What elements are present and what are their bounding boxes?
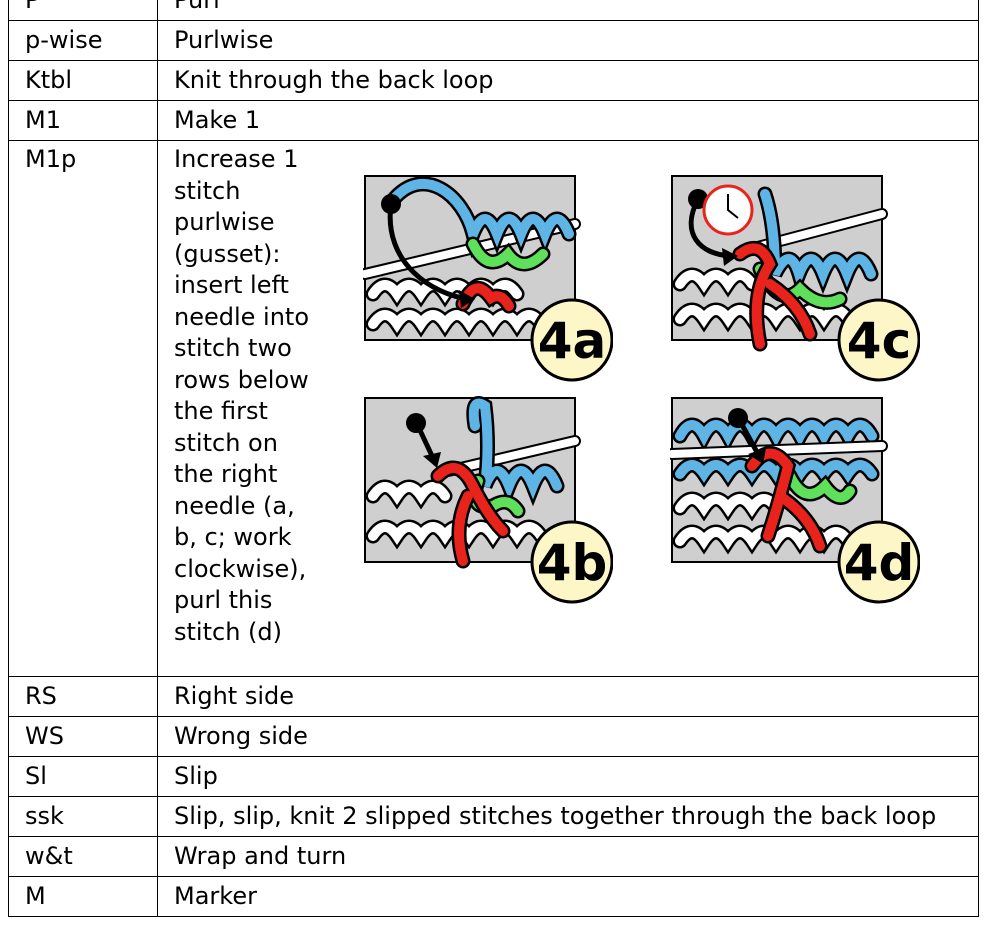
meaning-cell: Right side [157,676,979,717]
table-row: Ktbl Knit through the back loop [8,60,979,101]
m1p-step-4c-drawing: 4c [671,175,920,382]
meaning-cell: Slip [157,756,979,797]
green-yarn [785,471,855,503]
meaning-cell: Knit through the back loop [157,60,979,101]
table-row: p-wise Purlwise [8,20,979,61]
m1p-step-4a-drawing: 4a [363,175,613,382]
arrow-start-dot [381,194,401,214]
meaning-cell: Slip, slip, knit 2 slipped stitches toge… [157,796,979,837]
step-badge [530,298,613,382]
m1p-instructions: Increase 1 stitch purlwise (gusset): ins… [174,145,310,646]
table-row: ssk Slip, slip, knit 2 slipped stitches … [8,796,979,837]
abbr-cell: P [8,0,158,21]
abbr-cell: M [8,876,158,917]
abbreviations-table: P Purl p-wise Purlwise Ktbl Knit through… [8,0,979,917]
table-row: WS Wrong side [8,716,979,757]
step-badge [837,298,920,382]
table-row: P Purl [8,0,979,21]
step-badge [530,520,613,604]
step-label: 4b [537,534,608,592]
table-row: RS Right side [8,676,979,717]
meaning-cell: Increase 1 stitch purlwise (gusset): ins… [157,140,979,677]
abbr-cell: Sl [8,756,158,797]
blue-yarn [675,420,877,447]
white-yarn [675,270,757,294]
illustration-4a: 4a [363,174,613,394]
m1p-step-4b-drawing: 4b [364,396,613,604]
table-row: M1p Increase 1 stitch purlwise (gusset):… [8,140,979,677]
arrow-start-dot [728,408,748,428]
blue-yarn [388,178,574,251]
white-yarn [368,482,450,506]
illustration-4c: 4c [670,174,920,394]
meaning-cell: Wrap and turn [157,836,979,877]
blue-yarn [760,189,876,290]
red-yarn [735,243,815,349]
clock-icon [702,184,754,236]
step-badge [837,520,920,604]
meaning-cell: Wrong side [157,716,979,757]
red-yarn [433,463,508,566]
illustration-4b: 4b [363,396,613,616]
step-label: 4c [847,312,911,370]
arrow-start-dot [406,413,426,433]
arrow [688,196,733,259]
abbr-cell: ssk [8,796,158,837]
m1p-step-4d-drawing: 4d [670,397,920,604]
abbr-cell: WS [8,716,158,757]
abbr-cell: M1 [8,100,158,141]
blue-yarn [468,398,562,500]
arrow [387,201,471,302]
table-row: w&t Wrap and turn [8,836,979,877]
step-label: 4a [538,312,607,370]
table-row: M Marker [8,876,979,917]
meaning-cell: Make 1 [157,100,979,141]
illustration-4d: 4d [670,396,920,616]
abbr-cell: w&t [8,836,158,877]
white-yarn [675,494,781,518]
red-yarn [458,283,514,311]
table-row: Sl Slip [8,756,979,797]
arrow-start-dot [688,189,708,209]
step-label: 4d [844,534,915,592]
green-yarn [468,239,548,269]
abbr-cell: p-wise [8,20,158,61]
abbr-cell: Ktbl [8,60,158,101]
meaning-cell: Marker [157,876,979,917]
table-row: M1 Make 1 [8,100,979,141]
abbr-cell: M1p [8,140,158,677]
meaning-cell: Purlwise [157,20,979,61]
abbr-cell: RS [8,676,158,717]
meaning-cell: Purl [157,0,979,21]
